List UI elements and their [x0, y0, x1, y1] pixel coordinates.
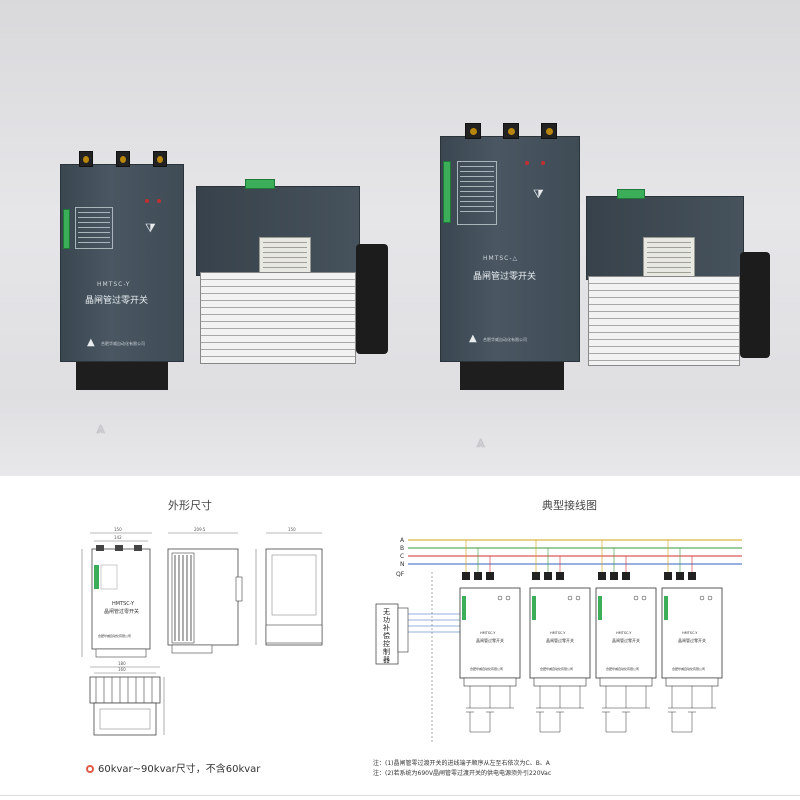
front-company: 合肥华威自动化有限公司 [98, 633, 131, 638]
switch-modules: HMTSC-Y 晶闸管过零开关 合肥华威自动化有限公司 HMTSC-Y 晶闸管过… [459, 540, 723, 733]
dim-label: 180 [118, 661, 126, 666]
watermark-logo-icon: ⩓ [476, 432, 486, 451]
label-panel [457, 161, 497, 225]
bus-label-c: C [400, 553, 404, 560]
heatsink-housing [196, 179, 360, 276]
heatsink-housing [586, 189, 744, 280]
indicator-led [525, 161, 529, 165]
unit-model: HMTSC-Y [97, 281, 131, 288]
caption-text: 60kvar~90kvar尺寸，不含60kvar [98, 764, 261, 775]
front-view: 150 142 HMTSC-Y 晶闸管过零开关 合肥华威自动化有限公司 [81, 527, 152, 658]
switch-company: 合肥华威自动化有限公司 [470, 666, 503, 671]
switch-name: 晶闸管过零开关 [612, 637, 640, 643]
unit-model: HMTSC-△ [483, 255, 519, 262]
bus-bars: A B C N QF [396, 537, 742, 578]
switch-name: 晶闸管过零开关 [546, 637, 574, 643]
heatsink-view: 180 160 [89, 661, 165, 736]
switch-model: HMTSC-Y [480, 631, 496, 635]
label-panel [75, 207, 113, 249]
qf-label: QF [396, 571, 405, 578]
wiring-note-2: 注：(2)若系统为690V晶闸管零过渡开关的供电电源须外引220Vac [373, 770, 552, 777]
controller-char: 器 [383, 656, 390, 664]
thyristor-symbol-icon: ⧩ [145, 221, 156, 235]
switch-company: 合肥华威自动化有限公司 [672, 666, 705, 671]
unit-name: 晶闸管过零开关 [85, 296, 149, 306]
indicator-led [541, 161, 545, 165]
switch-model: HMTSC-Y [550, 631, 566, 635]
unit-company: 合肥华威自动化有限公司 [101, 341, 145, 346]
indicator-led [157, 199, 161, 203]
front-name: 晶闸管过零开关 [104, 608, 139, 615]
terminal [153, 151, 167, 167]
heatsink-fins [588, 276, 740, 366]
dim-label: 160 [118, 667, 126, 672]
dim-label: 150 [288, 527, 296, 532]
indicator-led [145, 199, 149, 203]
bullet-icon [86, 765, 94, 773]
dim-label: 142 [114, 535, 122, 540]
back-view: 150 [255, 527, 323, 646]
controller-char: 功 [383, 615, 390, 624]
logo-icon: ▲ [87, 337, 95, 348]
front-model: HMTSC-Y [112, 601, 135, 607]
dim-label: 209.5 [194, 527, 206, 532]
unit-base [460, 362, 564, 390]
unit-name: 晶闸管过零开关 [473, 272, 537, 282]
size-caption: 60kvar~90kvar尺寸，不含60kvar [86, 760, 260, 775]
unit-base [76, 362, 168, 390]
terminal-block [617, 189, 645, 199]
dim-label: 150 [114, 527, 122, 532]
nameplate [259, 237, 311, 273]
switch-name: 晶闸管过零开关 [476, 637, 504, 643]
switch-name: 晶闸管过零开关 [678, 637, 706, 643]
switch-model: HMTSC-Y [616, 631, 632, 635]
side-view: 209.5 [167, 527, 243, 654]
unit-company: 合肥华威自动化有限公司 [483, 337, 527, 342]
bus-label-a: A [400, 537, 405, 544]
controller-char: 偿 [383, 631, 390, 640]
terminal [116, 151, 130, 167]
terminal [465, 123, 481, 139]
cooling-fan [356, 244, 388, 354]
controller: 无 功 补 偿 控 制 器 [375, 603, 462, 665]
switch-unit-delta: ⧩ HMTSC-△ 晶闸管过零开关 ▲ 合肥华威自动化有限公司 [440, 123, 580, 362]
logo-icon: ▲ [469, 333, 477, 344]
wiring-note-1: 注：(1)晶闸管零过渡开关的进线端子顺序从左至右依次为C、B、A [373, 760, 550, 767]
thyristor-symbol-icon: ⧩ [533, 187, 544, 201]
watermark-logo-icon: ⩓ [96, 418, 106, 437]
controller-char: 控 [383, 639, 390, 648]
switch-unit-y: ⧩ HMTSC-Y 晶闸管过零开关 ▲ 合肥华威自动化有限公司 [60, 151, 184, 362]
terminal-block [63, 209, 70, 249]
wiring-diagram: A B C N QF 无 功 补 偿 控 制 器 HMTSC-Y [375, 537, 742, 742]
controller-char: 无 [383, 608, 390, 616]
product-photo: ⧩ HMTSC-Y 晶闸管过零开关 ▲ 合肥华威自动化有限公司 ⧩ HMTSC-… [0, 0, 800, 476]
cooling-fan [740, 252, 770, 358]
switch-module: HMTSC-Y 晶闸管过零开关 合肥华威自动化有限公司 [529, 540, 591, 733]
controller-char: 补 [383, 623, 390, 632]
dimensions-title: 外形尺寸 [168, 499, 212, 512]
switch-company: 合肥华威自动化有限公司 [540, 666, 573, 671]
terminal [541, 123, 557, 139]
switch-module: HMTSC-Y 晶闸管过零开关 合肥华威自动化有限公司 [595, 540, 657, 733]
terminal-block [443, 161, 451, 223]
wiring-title: 典型接线图 [542, 499, 597, 512]
switch-module: HMTSC-Y 晶闸管过零开关 合肥华威自动化有限公司 [661, 540, 723, 733]
switch-model: HMTSC-Y [682, 631, 698, 635]
floor-reflection [0, 395, 800, 476]
dimension-drawing: 150 142 HMTSC-Y 晶闸管过零开关 合肥华威自动化有限公司 209.… [81, 527, 323, 736]
heatsink-fins [200, 272, 356, 364]
switch-module: HMTSC-Y 晶闸管过零开关 合肥华威自动化有限公司 [459, 540, 521, 733]
terminal [79, 151, 93, 167]
controller-char: 制 [383, 647, 390, 656]
divider [0, 795, 800, 796]
bus-label-n: N [400, 561, 405, 568]
nameplate [643, 237, 695, 277]
switch-company: 合肥华威自动化有限公司 [606, 666, 639, 671]
terminal [503, 123, 519, 139]
bus-label-b: B [400, 545, 404, 552]
terminal-block [245, 179, 275, 189]
